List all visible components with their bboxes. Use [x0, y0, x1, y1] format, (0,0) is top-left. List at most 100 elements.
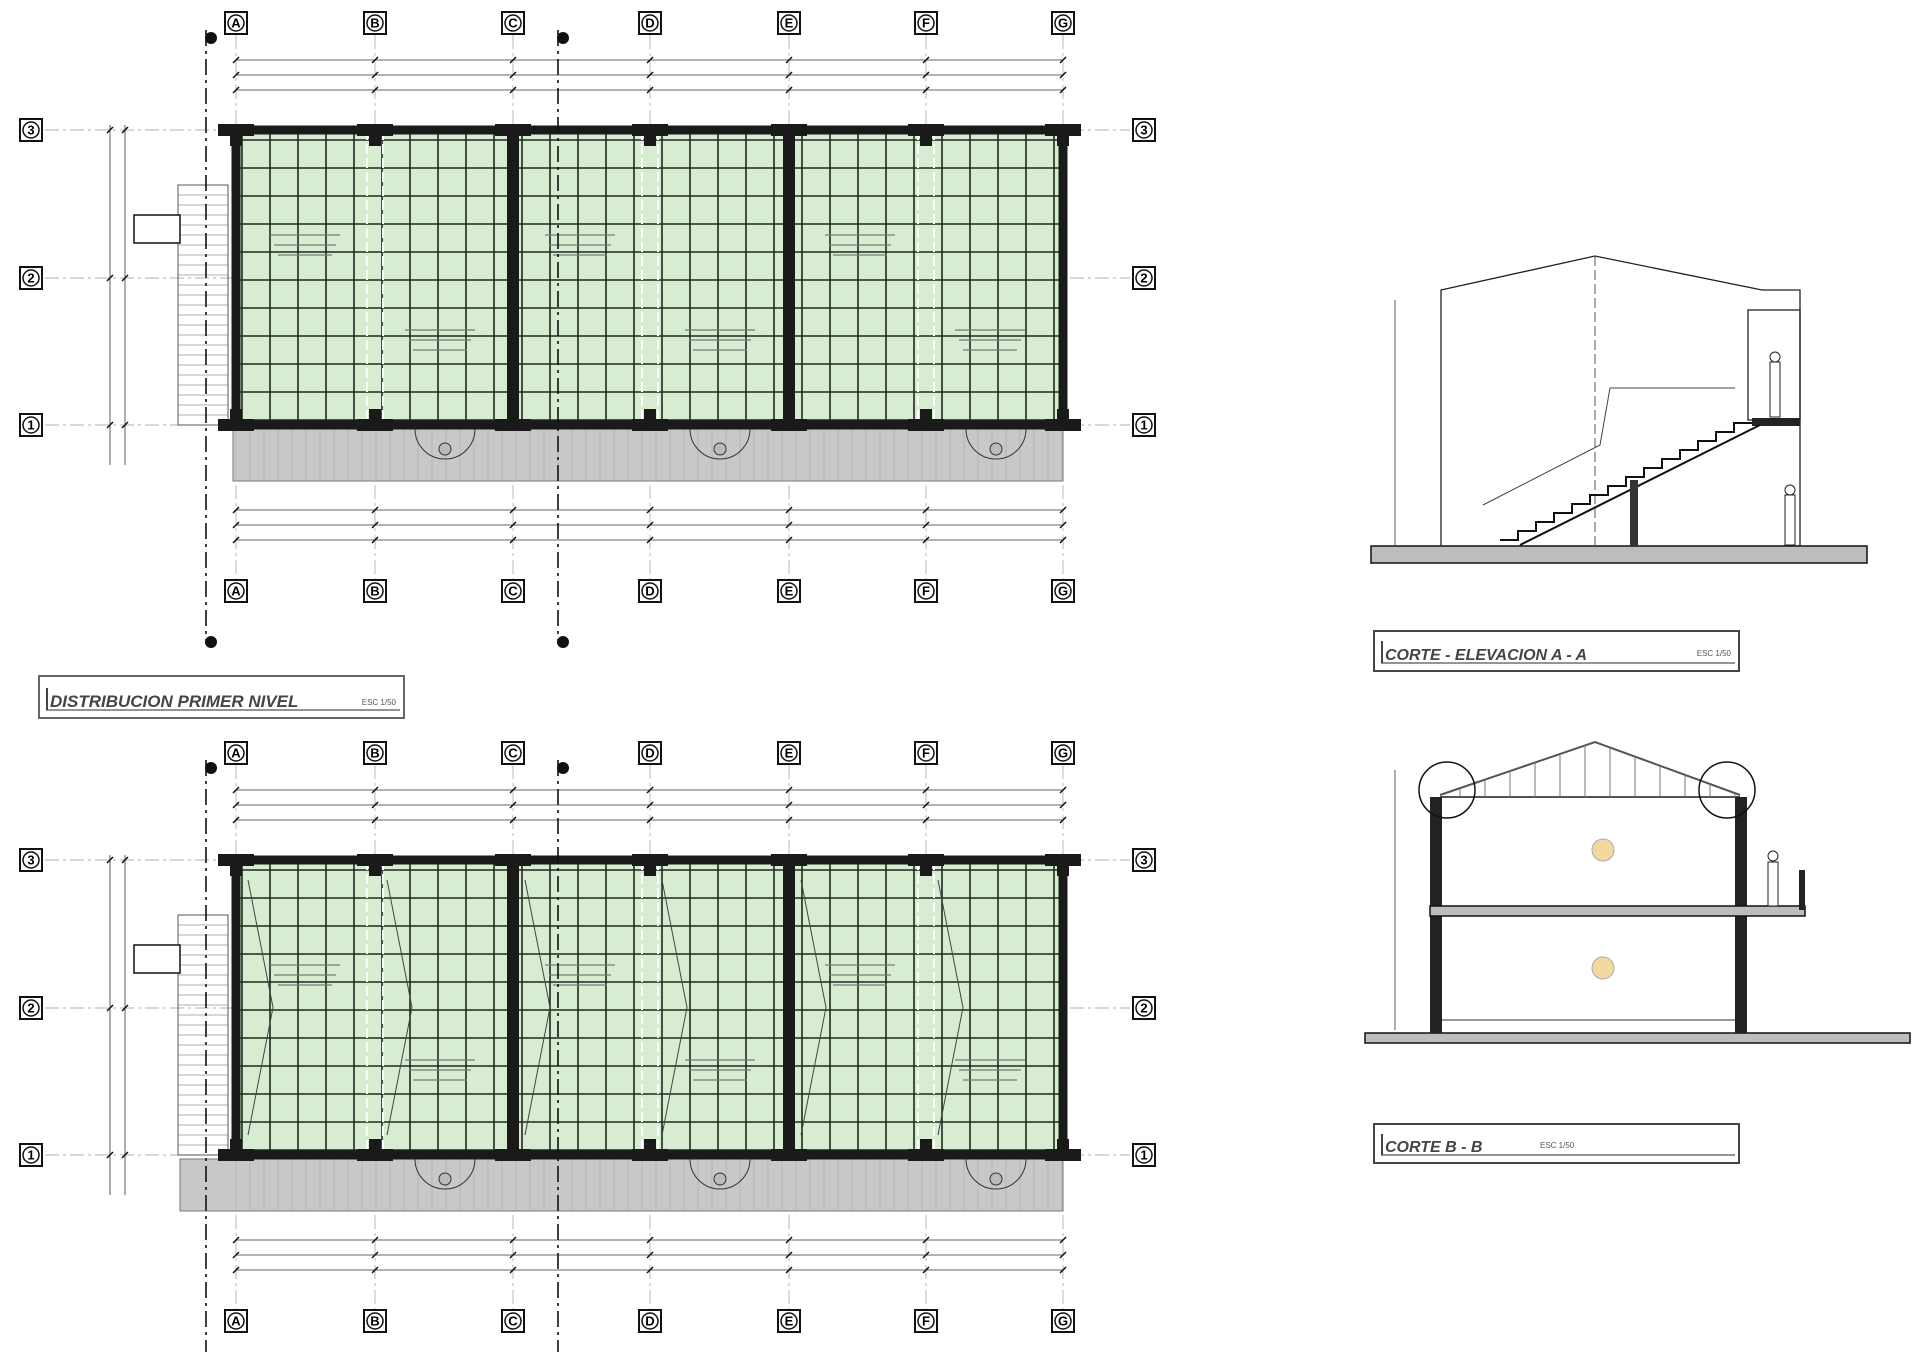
column	[920, 1139, 932, 1161]
dimension-tick	[646, 1236, 654, 1244]
grid-bubble: D	[638, 1309, 662, 1333]
grid-bubble-circle	[504, 744, 522, 762]
grid-bubble-circle	[1054, 1312, 1072, 1330]
door-marker	[438, 442, 452, 456]
column	[230, 409, 242, 431]
classroom-floor	[236, 130, 1063, 425]
skylight-outline	[661, 879, 688, 1136]
stair-support	[1630, 480, 1638, 546]
dimension-tick	[785, 71, 793, 79]
grid-bubble: B	[363, 1309, 387, 1333]
ground-slab	[1364, 1032, 1911, 1044]
dimension-tick	[121, 126, 129, 134]
grid-bubble-label: F	[922, 16, 930, 31]
grid-bubble-circle	[641, 744, 659, 762]
grid-bubble: 2	[19, 996, 43, 1020]
door-marker	[438, 1172, 452, 1186]
grid-bubble: D	[638, 11, 662, 35]
dimension-tick	[509, 1251, 517, 1259]
grid-bubble-circle	[22, 416, 40, 434]
grid-bubble-label: D	[645, 16, 654, 31]
grid-bubble-label: E	[785, 16, 794, 31]
dimension-tick	[509, 536, 517, 544]
grid-bubble-circle	[366, 1312, 384, 1330]
dimension-tick	[1059, 1251, 1067, 1259]
grid-bubble: G	[1051, 741, 1075, 765]
stair-label-box	[133, 214, 181, 244]
grid-bubble-label: B	[370, 16, 379, 31]
dimension-tick	[1059, 801, 1067, 809]
grid-bubble: 1	[1132, 1143, 1156, 1167]
grid-bubble-circle	[780, 744, 798, 762]
section-cut-marker	[205, 636, 217, 648]
grid-bubble-label: G	[1058, 1314, 1068, 1329]
dimension-tick	[232, 86, 240, 94]
grid-bubble: E	[777, 1309, 801, 1333]
column	[644, 1139, 656, 1161]
grid-bubble-circle	[22, 999, 40, 1017]
dimension-tick	[1059, 521, 1067, 529]
door-marker	[713, 442, 727, 456]
column	[1057, 854, 1069, 876]
corridor-floor	[179, 1158, 1064, 1212]
human-figure-head	[1784, 484, 1796, 496]
grid-bubble-circle	[504, 1312, 522, 1330]
dimension-tick	[785, 521, 793, 529]
partition-wall	[783, 860, 795, 1155]
section-a-a-drawing	[1370, 255, 1868, 564]
grid-bubble-label: 3	[1140, 853, 1147, 868]
section-cut-marker	[205, 762, 217, 774]
dimension-tick	[785, 786, 793, 794]
section-b-title-block: CORTE B - B ESC 1/50	[1373, 1123, 1740, 1164]
grid-bubble: 3	[1132, 848, 1156, 872]
grid-bubble-circle	[366, 582, 384, 600]
dimension-tick	[922, 801, 930, 809]
dimension-tick	[371, 1266, 379, 1274]
dimension-tick	[646, 86, 654, 94]
grid-bubble-circle	[1135, 851, 1153, 869]
dimension-tick	[1059, 1236, 1067, 1244]
dimension-tick	[785, 1236, 793, 1244]
grid-bubble: F	[914, 11, 938, 35]
grid-bubble: 3	[19, 848, 43, 872]
grid-bubble-circle	[366, 14, 384, 32]
grid-bubble-circle	[22, 121, 40, 139]
door-marker	[713, 1172, 727, 1186]
grid-bubble-label: F	[922, 746, 930, 761]
grid-bubble: 2	[19, 266, 43, 290]
grid-bubble: 1	[19, 1143, 43, 1167]
dimension-tick	[922, 1236, 930, 1244]
balcony-rail	[1799, 870, 1805, 910]
dimension-tick	[106, 274, 114, 282]
dimension-tick	[232, 786, 240, 794]
section-b-title: CORTE B - B	[1385, 1139, 1482, 1156]
dimension-tick	[922, 506, 930, 514]
grid-bubble-label: B	[370, 584, 379, 599]
dimension-tick	[646, 786, 654, 794]
dimension-tick	[785, 816, 793, 824]
dimension-tick	[922, 56, 930, 64]
column	[507, 409, 519, 431]
column	[644, 409, 656, 431]
partition-wall	[507, 130, 519, 425]
grid-bubble-circle	[780, 14, 798, 32]
dimension-tick	[1059, 506, 1067, 514]
grid-bubble: A	[224, 1309, 248, 1333]
column	[507, 1139, 519, 1161]
dimension-tick	[509, 86, 517, 94]
grid-bubble-label: E	[785, 584, 794, 599]
grid-bubble: A	[224, 579, 248, 603]
section-cut-marker	[557, 636, 569, 648]
column	[783, 124, 795, 146]
dimension-tick	[121, 856, 129, 864]
partition-wall	[507, 860, 519, 1155]
grid-bubble-circle	[1135, 999, 1153, 1017]
grid-bubble: C	[501, 1309, 525, 1333]
dimension-tick	[371, 786, 379, 794]
column	[920, 854, 932, 876]
dimension-tick	[1059, 1266, 1067, 1274]
column	[230, 124, 242, 146]
grid-bubble-circle	[1054, 14, 1072, 32]
dimension-tick	[922, 1251, 930, 1259]
section-b-b-drawing	[1364, 740, 1911, 1044]
